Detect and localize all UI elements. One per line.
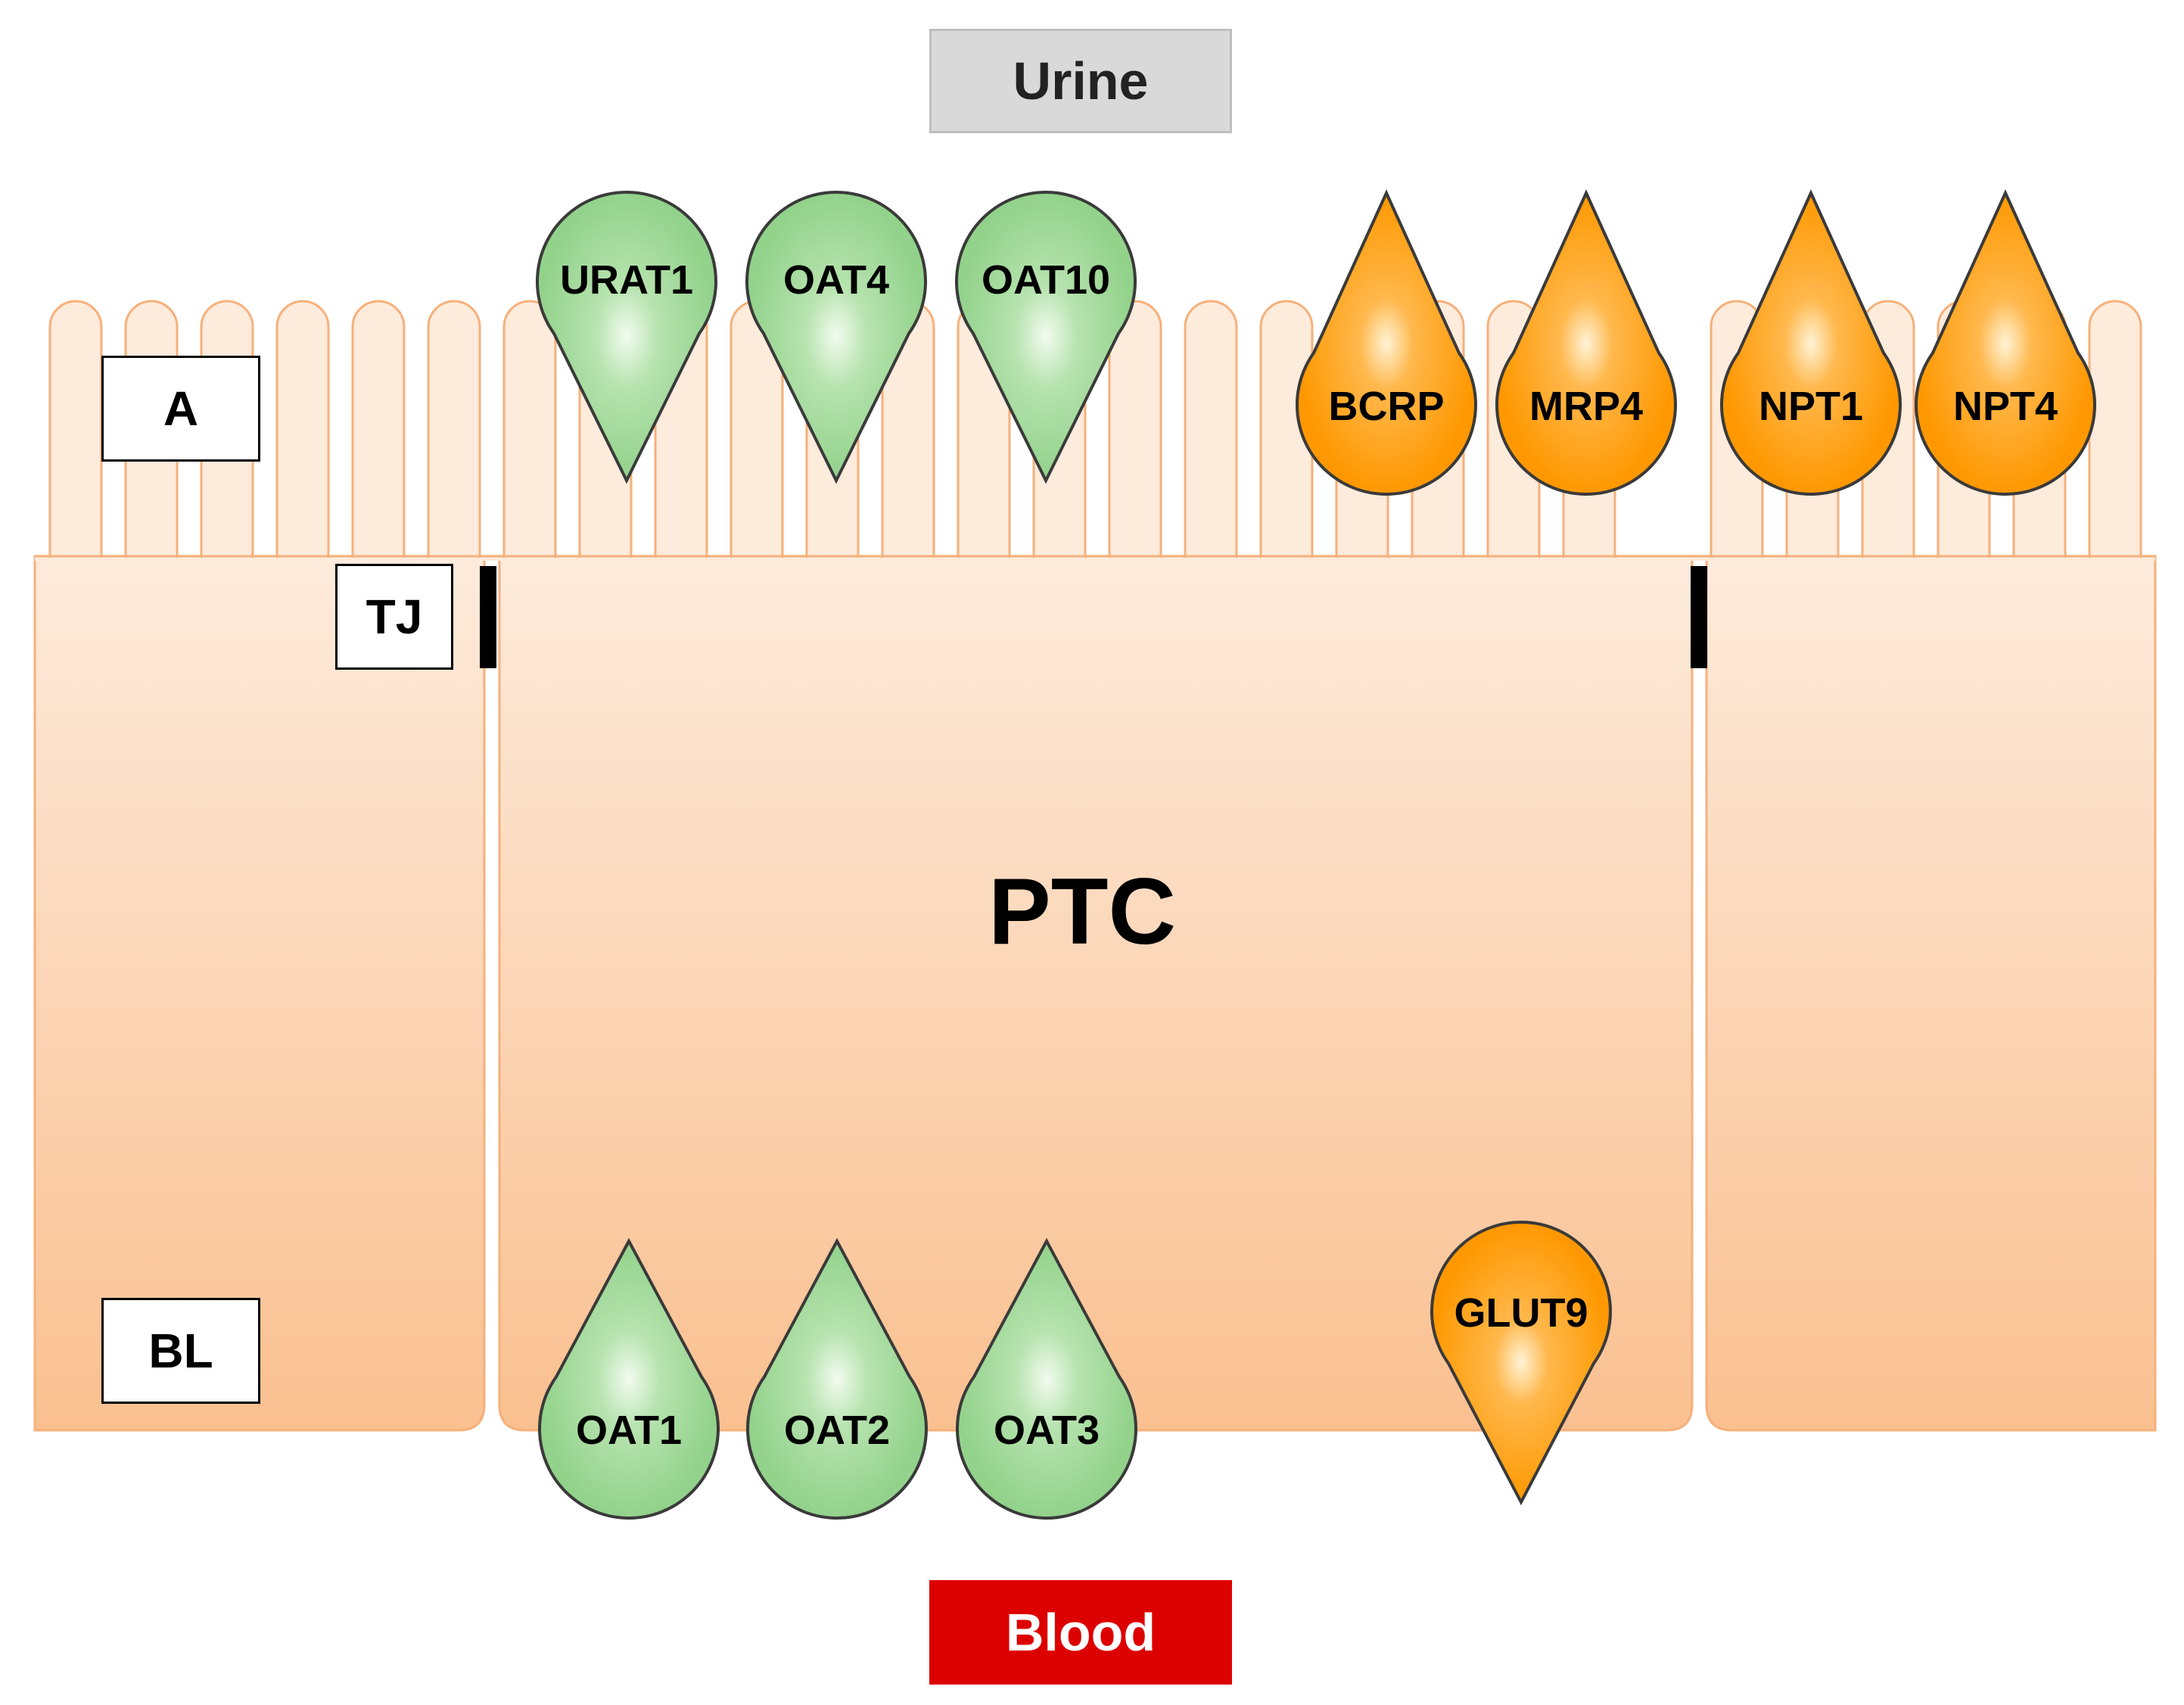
oat1-shape [538, 1237, 720, 1520]
transporter-urat1: URAT1 [559, 257, 693, 303]
transporter-npt4: NPT4 [1952, 384, 2058, 429]
npt1-shape [1720, 189, 1902, 496]
microvillus [1259, 300, 1314, 558]
npt4-shape [1915, 189, 2096, 496]
urine-label: Urine [929, 29, 1232, 133]
oat10-shape [955, 191, 1137, 484]
proximal-tubule-cell [498, 555, 1694, 1432]
tight-junction-label: TJ [335, 564, 453, 670]
bcrp-shape [1296, 189, 1477, 496]
tight-junction-left [480, 566, 496, 668]
transporter-oat3: OAT3 [993, 1408, 1100, 1453]
transporter-oat4: OAT4 [782, 257, 889, 303]
mrp4-shape [1495, 189, 1677, 496]
transporter-bcrp: BCRP [1328, 384, 1445, 429]
transporter-oat2: OAT2 [783, 1408, 890, 1453]
right-neighbor-cell [1705, 555, 2157, 1432]
microvillus [351, 300, 406, 558]
left-neighbor-cell [33, 555, 486, 1432]
transporter-npt1: NPT1 [1758, 384, 1864, 429]
epithelial-cells [33, 555, 2157, 1432]
blood-label: Blood [929, 1580, 1232, 1685]
transporter-oat1: OAT1 [575, 1408, 682, 1453]
microvillus [2088, 300, 2142, 558]
oat3-shape [956, 1237, 1137, 1520]
transporter-mrp4: MRP4 [1529, 384, 1644, 429]
transporter-oat10: OAT10 [981, 257, 1111, 303]
ptc-label: PTC [988, 860, 1176, 964]
microvillus [275, 300, 330, 558]
basolateral-label: BL [101, 1298, 260, 1404]
oat2-shape [746, 1237, 928, 1520]
transporter-glut9: GLUT9 [1454, 1290, 1588, 1336]
microvillus [1108, 300, 1162, 558]
microvillus [48, 300, 103, 558]
urat1-shape [536, 191, 717, 484]
tight-junction-right [1691, 566, 1707, 668]
microvillus [427, 300, 481, 558]
transporter-shapes [536, 189, 2096, 1520]
glut9-shape [1430, 1221, 1612, 1506]
apical-band [35, 555, 2155, 561]
apical-label: A [101, 356, 260, 462]
oat4-shape [745, 191, 927, 484]
tight-junctions [480, 566, 1707, 668]
microvillus [1184, 300, 1238, 558]
microvillus [502, 300, 557, 558]
